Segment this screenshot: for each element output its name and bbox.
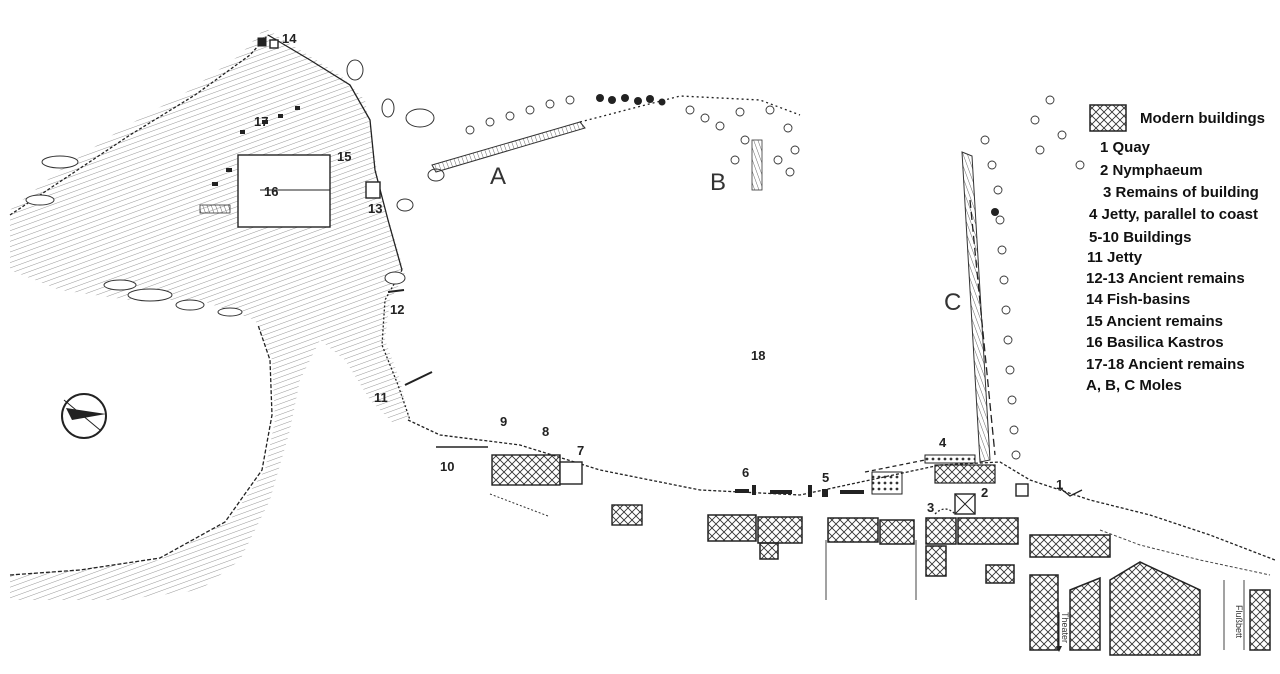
label-riverbed: Flußbett [1234, 605, 1244, 639]
compass-icon [61, 393, 107, 439]
label-5: 5 [822, 470, 829, 485]
label-theater: Theater [1060, 612, 1070, 643]
label-2: 2 [981, 485, 988, 500]
legend-item: 17-18 Ancient remains [1086, 356, 1245, 373]
legend-item: A, B, C Moles [1086, 377, 1182, 394]
legend-item: 12-13 Ancient remains [1086, 270, 1245, 287]
modern-town-blocks [707, 514, 1271, 656]
label-12: 12 [390, 302, 404, 317]
label-7: 7 [577, 443, 584, 458]
legend-item: 14 Fish-basins [1086, 291, 1190, 308]
jetty-4 [924, 454, 976, 464]
legend-item: 1 Quay [1100, 139, 1151, 156]
label-6: 6 [742, 465, 749, 480]
label-11: 11 [374, 390, 388, 405]
mole-b [465, 94, 801, 191]
mole-c [961, 95, 1085, 463]
legend-item: 16 Basilica Kastros [1086, 334, 1224, 351]
quay [1015, 483, 1083, 497]
legend-modern-buildings: Modern buildings [1140, 110, 1265, 127]
map-labels: 1 2 3 4 5 6 7 8 9 10 11 12 13 14 15 16 1… [254, 31, 1244, 643]
label-mole-c: C [944, 289, 961, 316]
legend: Modern buildings 1 Quay 2 Nymphaeum 3 Re… [1086, 104, 1265, 394]
south-shore [404, 371, 1276, 561]
ancient-remains-17 [212, 106, 300, 186]
ancient-remains-13 [365, 181, 381, 199]
streets [825, 529, 1271, 650]
legend-item: 11 Jetty [1087, 249, 1143, 266]
label-9: 9 [500, 414, 507, 429]
label-18: 18 [751, 348, 765, 363]
buildings-7-10 [436, 446, 643, 526]
label-8: 8 [542, 424, 549, 439]
label-10: 10 [440, 459, 454, 474]
label-17: 17 [254, 114, 268, 129]
coastal-rocks-west [25, 59, 445, 317]
legend-item: 5-10 Buildings [1089, 229, 1192, 246]
legend-item: 3 Remains of building [1103, 184, 1259, 201]
label-4: 4 [939, 435, 947, 450]
fish-basins [257, 37, 279, 49]
label-14: 14 [282, 31, 297, 46]
basilica-kastros [237, 154, 331, 228]
legend-item: 15 Ancient remains [1086, 313, 1223, 330]
label-mole-a: A [490, 163, 506, 190]
label-16: 16 [264, 184, 278, 199]
nymphaeum [954, 493, 976, 515]
label-1: 1 [1056, 477, 1063, 492]
label-13: 13 [368, 201, 382, 216]
label-3: 3 [927, 500, 934, 515]
label-mole-b: B [710, 169, 726, 196]
legend-item: 2 Nymphaeum [1100, 162, 1203, 179]
peninsula-terrain [9, 28, 445, 600]
mole-a [431, 121, 586, 173]
legend-modern-building-swatch [1089, 104, 1127, 132]
legend-item: 4 Jetty, parallel to coast [1089, 206, 1258, 223]
label-15: 15 [337, 149, 351, 164]
